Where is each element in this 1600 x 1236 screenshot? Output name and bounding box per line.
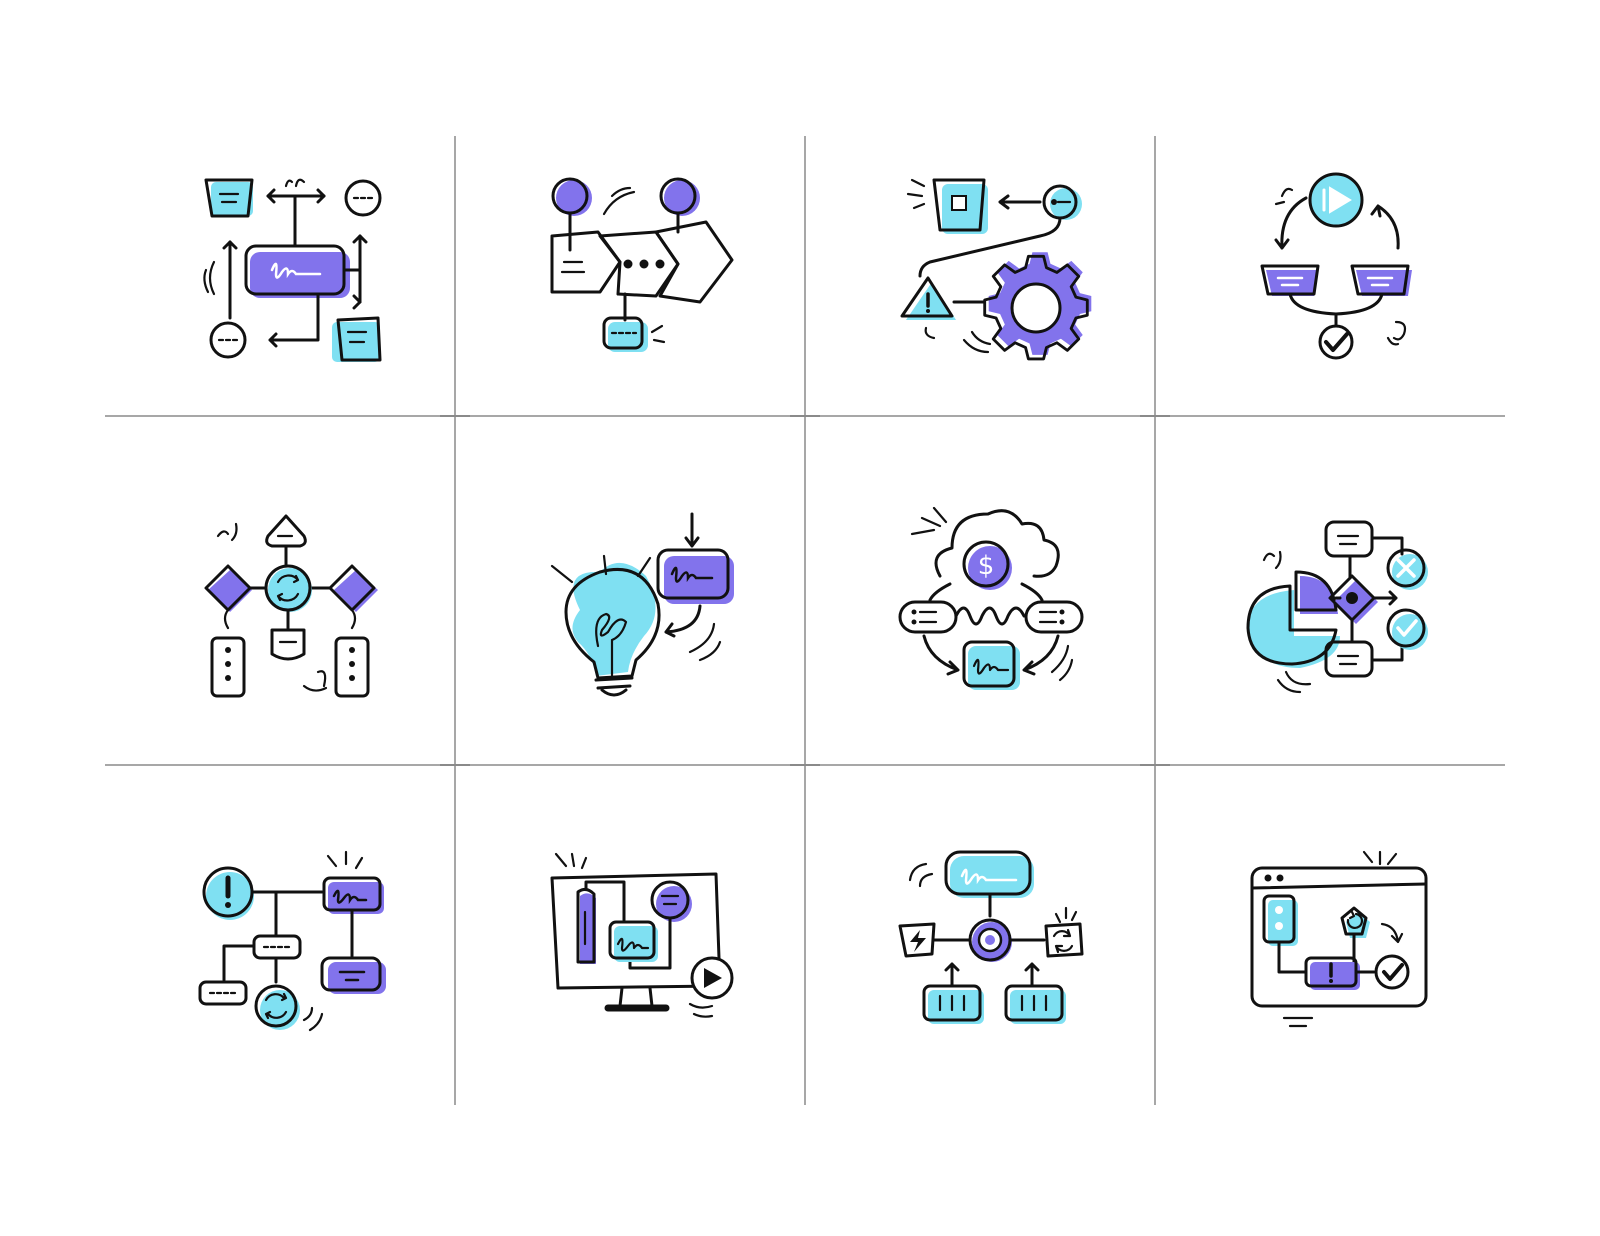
alert-hierarchy-icon xyxy=(198,850,386,1032)
gear-warning-flow-icon xyxy=(900,178,1092,361)
automation-hub-icon xyxy=(898,850,1084,1024)
chart-decision-icon xyxy=(1246,520,1428,694)
browser-workflow-icon xyxy=(1250,850,1428,1028)
process-steps-icon xyxy=(550,177,734,352)
grid-lines xyxy=(105,136,1505,1105)
play-cycle-approve-icon xyxy=(1260,172,1412,360)
idea-bulb-signature-icon xyxy=(550,512,734,697)
grid-cross-marks xyxy=(440,415,1170,766)
decision-sync-icon xyxy=(204,514,378,698)
cloud-payment-flow-icon: $ xyxy=(898,506,1084,690)
monitor-workflow-icon xyxy=(550,852,734,1018)
flowchart-signature-icon xyxy=(203,178,382,362)
dollar-sign-icon: $ xyxy=(978,551,995,581)
